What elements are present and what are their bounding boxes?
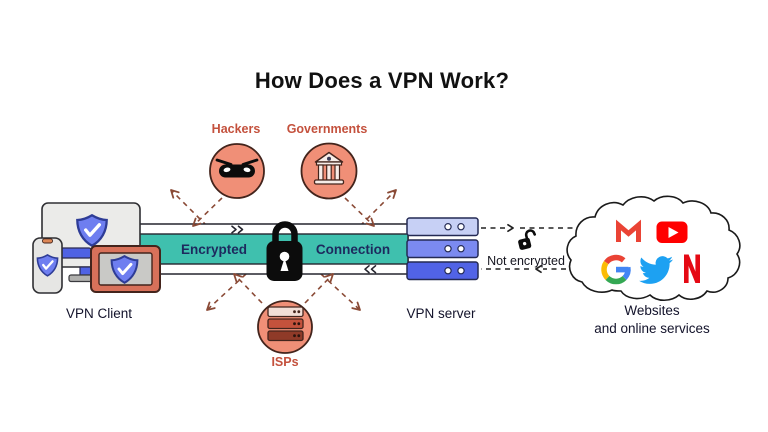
hackers-group: Hackers: [209, 122, 265, 199]
connection-label: Connection: [316, 242, 390, 257]
phone: [32, 237, 63, 294]
cloud-shape: [566, 195, 741, 302]
vpn-client-label: VPN Client: [66, 306, 132, 321]
flow-right-chevrons: [231, 225, 244, 234]
youtube-icon: [656, 221, 688, 243]
page-title: How Does a VPN Work?: [255, 68, 509, 93]
twitter-icon: [639, 256, 674, 284]
tunnel-body: [121, 233, 409, 265]
threat-arrows: [170, 189, 397, 311]
not-encrypted-label: Not encrypted: [487, 254, 565, 268]
flow-left-chevrons: [364, 264, 377, 274]
encrypted-label: Encrypted: [181, 242, 247, 257]
netflix-icon: [684, 254, 700, 283]
vpn-server: VPN server: [406, 217, 479, 321]
governments-label: Governments: [287, 122, 368, 136]
websites-label-line1: Websites: [624, 303, 680, 318]
tablet: [90, 245, 161, 293]
isps-group: ISPs: [257, 300, 313, 369]
google-icon: [601, 254, 631, 285]
not-encrypted-group: Not encrypted: [487, 229, 565, 268]
isp-server-stack-icon: [267, 306, 304, 342]
vpn-server-label: VPN server: [406, 306, 476, 321]
closed-padlock-icon: [266, 221, 303, 281]
websites-cloud: Websites and online services: [566, 195, 741, 336]
hackers-label: Hackers: [212, 122, 261, 136]
websites-label-line2: and online services: [594, 321, 710, 336]
encrypted-tunnel: Encrypted Connection: [121, 223, 409, 275]
server-rack-icon: [406, 217, 479, 281]
gmail-icon: [616, 219, 641, 242]
open-padlock-icon: [518, 229, 537, 250]
governments-group: Governments: [287, 122, 368, 200]
bandit-mask-icon: [215, 158, 259, 178]
government-building-icon: [313, 151, 345, 185]
isps-label: ISPs: [271, 355, 298, 369]
threat-arrowheads: [170, 189, 397, 311]
vpn-client: VPN Client: [32, 202, 161, 321]
unencrypted-link: [481, 223, 585, 274]
